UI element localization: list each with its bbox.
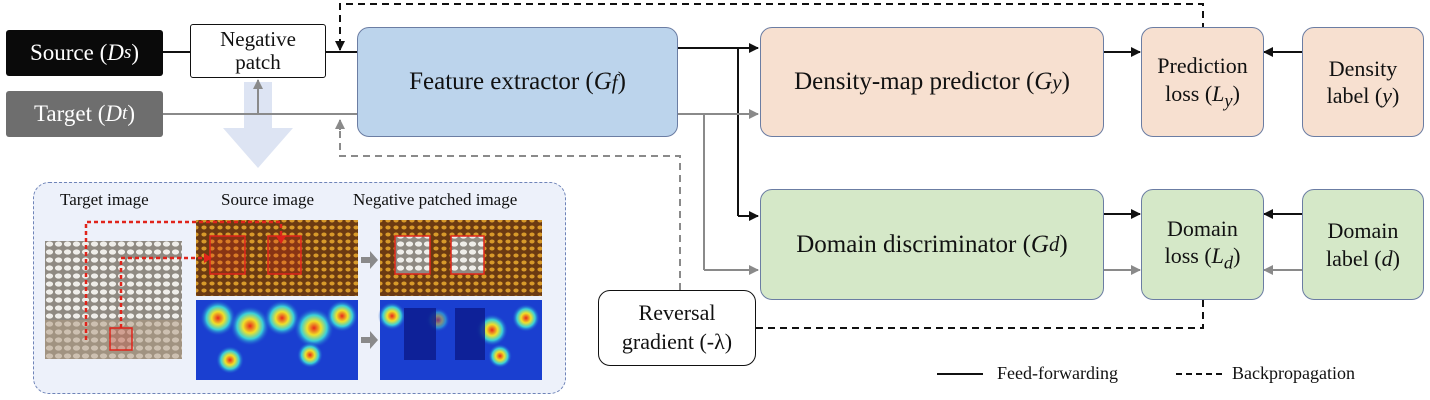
negative-patch-line1: Negative xyxy=(220,26,296,51)
domain-label-line2: label (d) xyxy=(1326,245,1400,271)
prediction-loss-line1: Prediction xyxy=(1157,53,1248,79)
domain-loss-symbol: L xyxy=(1211,243,1224,269)
density-label-box: Density label (y) xyxy=(1302,27,1424,137)
prediction-loss-line2: loss (Ly) xyxy=(1165,80,1240,110)
inset-source-image-caption: Source image xyxy=(221,190,314,209)
domain-discriminator-label: Domain discriminator xyxy=(796,230,1017,258)
domain-label-box: Domain label (d) xyxy=(1302,189,1424,300)
inset-arrow-top xyxy=(361,251,378,269)
source-density-blobs xyxy=(200,300,358,374)
density-label-line2: label (y) xyxy=(1326,83,1400,108)
feature-extractor-subscript: f xyxy=(611,69,618,94)
feature-extractor-symbol: G xyxy=(593,68,612,96)
patch-mapping-line-2 xyxy=(119,256,208,328)
inset-negative-patched-image-caption: Negative patched image xyxy=(353,190,518,209)
domain-loss-box: Domain loss (Ld) xyxy=(1141,189,1264,300)
target-image-patch xyxy=(109,327,133,351)
domain-discriminator-subscript: d xyxy=(1048,232,1060,257)
feature-extractor-label: Feature extractor xyxy=(409,68,580,96)
prediction-backprop-path xyxy=(339,3,1204,48)
domain-label-symbol: d xyxy=(1381,245,1393,271)
domain-loss-line1: Domain xyxy=(1167,215,1238,241)
domain-discriminator-symbol: G xyxy=(1030,230,1049,258)
density-predictor-symbol: G xyxy=(1034,68,1053,96)
source-image xyxy=(196,220,358,296)
density-predictor-subscript: y xyxy=(1052,69,1062,94)
domain-label-line1: Domain xyxy=(1327,218,1399,243)
density-label-symbol: y xyxy=(1382,83,1393,108)
source-subscript: s xyxy=(123,42,132,64)
reversal-gradient-line1: Reversal xyxy=(638,300,716,326)
target-image-floor xyxy=(45,320,182,359)
reversal-gradient-line2: gradient (-λ) xyxy=(621,329,733,354)
density-label-line1: Density xyxy=(1328,55,1398,81)
target-symbol: D xyxy=(105,100,123,126)
inset-pointer-arrow xyxy=(223,82,293,168)
reversal-gradient-box: Reversal gradient (-λ) xyxy=(598,290,756,366)
prediction-loss-box: Prediction loss (Ly) xyxy=(1141,27,1264,137)
density-predictor-label: Density-map predictor xyxy=(794,68,1020,96)
negative-patched-image-patch-2 xyxy=(450,235,485,275)
source-image-patch-2 xyxy=(267,235,302,275)
source-symbol: D xyxy=(107,39,124,65)
negative-patch-line2: patch xyxy=(235,50,281,74)
inset-arrow-bottom xyxy=(361,331,378,349)
patch-mapping-arrowhead-1 xyxy=(276,236,286,244)
legend-backpropagation: Backpropagation xyxy=(1232,363,1355,383)
patch-mapping-line-1 xyxy=(84,220,283,340)
inset-target-image-caption: Target image xyxy=(60,190,149,209)
domain-loss-line2: loss (Ld) xyxy=(1164,243,1241,273)
patch-mapping-arrowhead-2 xyxy=(204,253,212,263)
negative-patch-box: Negative patch xyxy=(190,24,326,78)
negative-density-blobs xyxy=(378,302,540,368)
source-image-patch-1 xyxy=(209,235,246,275)
domain-backprop-path xyxy=(756,300,1204,329)
domain-loss-subscript: d xyxy=(1223,252,1234,273)
source-label: Source xyxy=(29,39,94,65)
target-subscript: t xyxy=(122,103,128,125)
prediction-loss-subscript: y xyxy=(1224,89,1233,110)
prediction-loss-symbol: L xyxy=(1212,80,1225,106)
reversal-backprop-path xyxy=(339,122,681,290)
target-label: Target xyxy=(33,100,92,126)
negative-patched-image-patch-1 xyxy=(394,235,431,275)
legend-feed-forwarding: Feed-forwarding xyxy=(997,363,1118,383)
